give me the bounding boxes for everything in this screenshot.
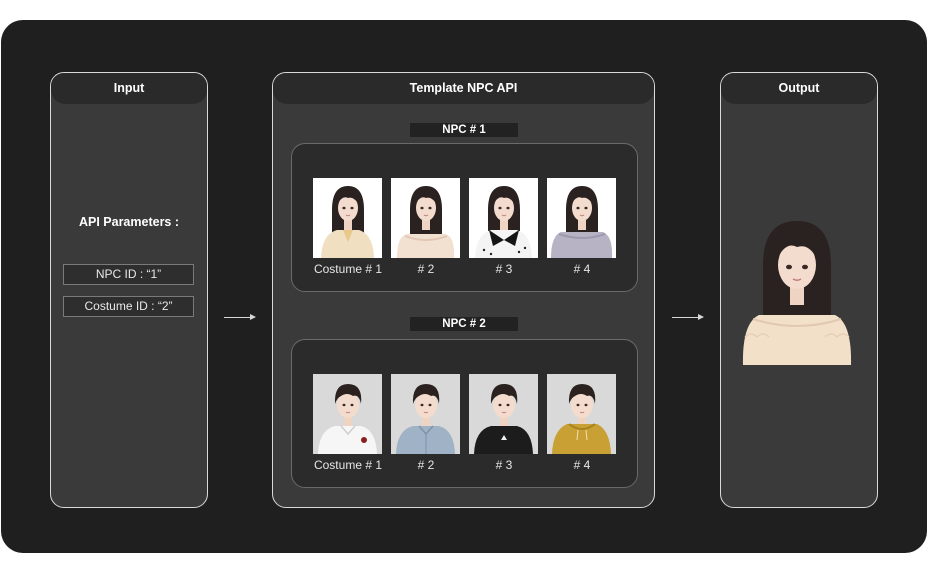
npc-id-param: NPC ID : “1” bbox=[63, 264, 194, 285]
npc-1-costume-3-caption: # 3 bbox=[495, 262, 513, 276]
npc-1-costume-4-caption: # 4 bbox=[573, 262, 591, 276]
female-npc-costume-4-image bbox=[547, 178, 616, 258]
npc-2-costume-3-caption: # 3 bbox=[495, 458, 513, 472]
output-panel: Output bbox=[720, 72, 878, 508]
male-npc-costume-2-image bbox=[391, 374, 460, 454]
input-to-template-arrow bbox=[224, 314, 256, 320]
female-npc-costume-3-image bbox=[469, 178, 538, 258]
npc-2-label: NPC # 2 bbox=[410, 317, 518, 331]
input-panel: Input API Parameters : NPC ID : “1” Cost… bbox=[50, 72, 208, 508]
output-panel-title: Output bbox=[721, 73, 877, 104]
male-npc-costume-4-image bbox=[547, 374, 616, 454]
female-npc-output-portrait bbox=[739, 215, 855, 365]
male-npc-costume-1-image bbox=[313, 374, 382, 454]
npc-1-label: NPC # 1 bbox=[410, 123, 518, 137]
template-npc-api-panel: Template NPC API NPC # 1 bbox=[272, 72, 655, 508]
npc-2-costume-card: Costume # 1 # 2 # 3 # 4 bbox=[291, 339, 638, 488]
npc-1-costume-1-caption: Costume # 1 bbox=[313, 262, 383, 276]
male-npc-costume-3-image bbox=[469, 374, 538, 454]
npc-1-costume-card: Costume # 1 # 2 # 3 # 4 bbox=[291, 143, 638, 292]
template-to-output-arrow bbox=[672, 314, 704, 320]
npc-1-costume-2-caption: # 2 bbox=[417, 262, 435, 276]
female-npc-costume-1-image bbox=[313, 178, 382, 258]
npc-2-costume-1-caption: Costume # 1 bbox=[313, 458, 383, 472]
input-panel-title: Input bbox=[51, 73, 207, 104]
female-npc-costume-2-image bbox=[391, 178, 460, 258]
npc-2-costume-4-caption: # 4 bbox=[573, 458, 591, 472]
template-panel-title: Template NPC API bbox=[273, 73, 654, 104]
api-parameters-title: API Parameters : bbox=[78, 215, 180, 229]
costume-id-param: Costume ID : “2” bbox=[63, 296, 194, 317]
npc-2-costume-2-caption: # 2 bbox=[417, 458, 435, 472]
